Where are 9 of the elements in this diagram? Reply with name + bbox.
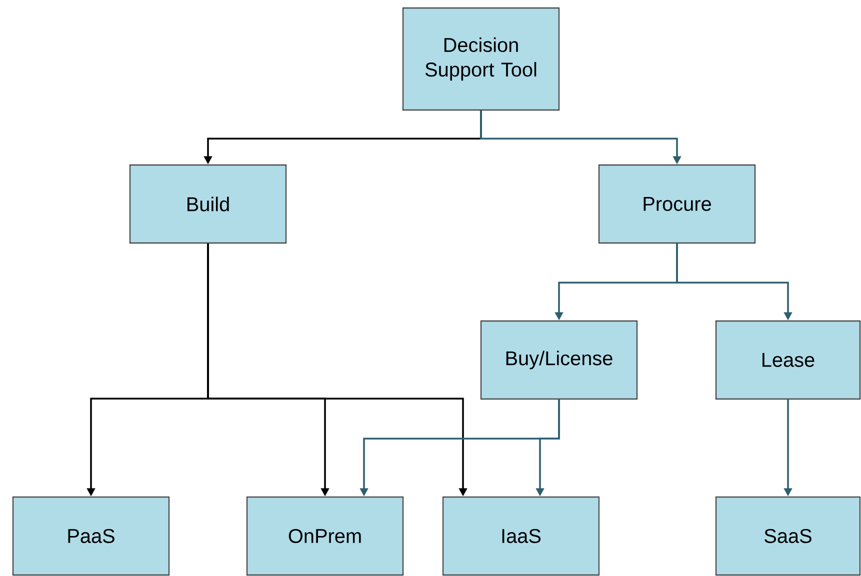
- process-box: Procure: [598, 164, 756, 244]
- process-box: SaaS: [715, 496, 861, 576]
- process-box: IaaS: [442, 496, 600, 576]
- process-box: Lease: [715, 320, 861, 400]
- process-box: Decision Support Tool: [402, 7, 560, 111]
- process-box: PaaS: [12, 496, 170, 576]
- process-box: Build: [129, 164, 287, 244]
- process-box: Buy/License: [480, 320, 638, 400]
- process-box: OnPrem: [246, 496, 404, 576]
